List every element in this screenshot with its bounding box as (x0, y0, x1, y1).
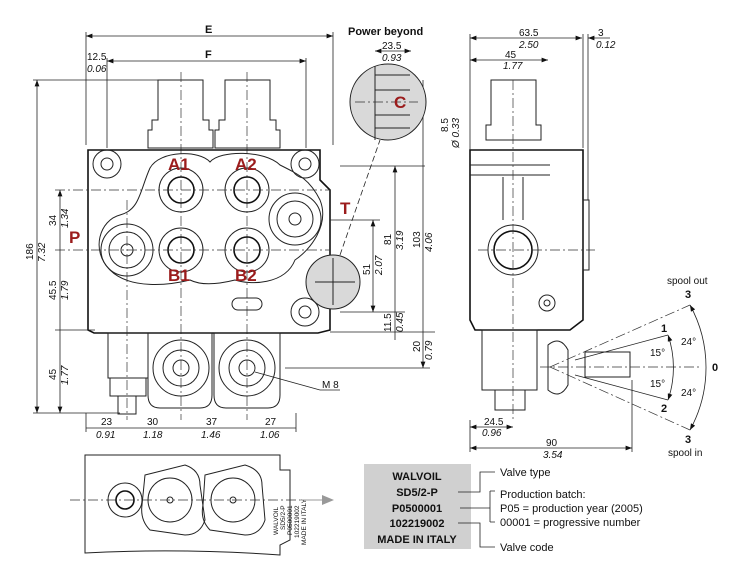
dim-186-in: 7.32 (37, 242, 48, 262)
dim-186-mm: 186 (25, 243, 36, 260)
dim-f: F (205, 49, 212, 61)
label-line-type: SD5/2-P (396, 487, 438, 499)
dim-45-5-mm: 45.5 (48, 280, 59, 300)
port-label-a2: A2 (235, 155, 257, 174)
lever-positions: spool out 3 1 15° 24° 0 15° 24° 2 3 spoo… (650, 276, 718, 459)
label-line-batch: P0500001 (392, 503, 442, 515)
label-line-origin: MADE IN ITALY (377, 534, 457, 546)
annotation-valve-code: Valve code (500, 542, 554, 554)
stamp-type: SD5/2-P (280, 505, 287, 530)
dim-3-mm: 3 (598, 28, 604, 39)
dim-90-in: 3.54 (543, 450, 563, 461)
dim-11-5-mm: 11.5 (383, 313, 394, 332)
spool-ends (107, 332, 281, 415)
dim-81-mm: 81 (383, 233, 394, 245)
label-line-code: 102219002 (389, 518, 444, 530)
angle-15-bottom: 15° (650, 379, 665, 390)
side-view: 63.5 2.50 3 0.12 45 1.77 24.5 0.96 90 3.… (469, 28, 718, 461)
mounting-holes (92, 149, 320, 327)
position-3-bottom: 3 (685, 434, 691, 446)
right-dimension-labels: 51 2.07 81 3.19 103 4.06 11.5 0.45 20 0.… (362, 230, 435, 360)
dim-e: E (205, 24, 212, 36)
dim-45-mm: 45 (48, 368, 59, 380)
stamp-batch: P0500001 (287, 505, 294, 535)
position-1: 1 (661, 323, 667, 335)
dim-63-5-in: 2.50 (518, 40, 539, 51)
position-3-top: 3 (685, 289, 691, 301)
dim-37-mm: 37 (206, 417, 218, 428)
dim-24-5-in: 0.96 (482, 428, 502, 439)
dim-51-mm: 51 (362, 263, 373, 275)
ports (100, 167, 322, 311)
dim-27-mm: 27 (265, 417, 277, 428)
dim-30-mm: 30 (147, 417, 159, 428)
dim-45-side-in: 1.77 (503, 61, 523, 72)
spool-out-label: spool out (667, 276, 708, 287)
dim-45-side-mm: 45 (505, 50, 517, 61)
dim-81-in: 3.19 (395, 230, 406, 250)
thread-label: M 8 (322, 380, 339, 391)
dim-51-in: 2.07 (374, 255, 385, 276)
dim-20-mm: 20 (412, 340, 423, 352)
dim-90-mm: 90 (546, 438, 558, 449)
bottom-view: WALVOIL SD5/2-P P0500001 102219002 MADE … (70, 454, 334, 556)
stamp-code: 102219002 (294, 505, 301, 538)
port-label-p: P (69, 228, 80, 247)
position-2: 2 (661, 403, 667, 415)
dim-27-in: 1.06 (260, 430, 280, 441)
dim-8-5-mm: 8.5 (440, 118, 451, 132)
bottom-dimension-labels: 23 0.91 30 1.18 37 1.46 27 1.06 (96, 417, 280, 441)
angle-24-top: 24° (681, 337, 696, 348)
dim-offset-mm: 12.5 (87, 52, 107, 63)
angle-15-top: 15° (650, 348, 665, 359)
dim-34-mm: 34 (48, 214, 59, 226)
dim-23-in: 0.91 (96, 430, 115, 441)
dim-34-in: 1.34 (60, 208, 71, 228)
dim-37-in: 1.46 (201, 430, 221, 441)
stamp-origin: MADE IN ITALY (301, 498, 308, 545)
dim-63-5-mm: 63.5 (519, 28, 539, 39)
top-caps (147, 72, 281, 420)
dim-45-5-in: 1.79 (60, 280, 71, 300)
dim-8-5-in: Ø 0.33 (451, 118, 462, 149)
front-view: A1 A2 B1 B2 P T E F 12.5 0.06 186 7.32 3… (25, 24, 435, 441)
port-label-b1: B1 (168, 266, 190, 285)
dim-103-mm: 103 (412, 231, 423, 248)
dim-11-5-in: 0.45 (395, 312, 406, 332)
dim-23-5-mm: 23.5 (382, 41, 402, 52)
stamp-walvoil: WALVOIL (273, 506, 280, 535)
spool-in-label: spool in (668, 448, 702, 459)
power-beyond-title: Power beyond (348, 26, 423, 38)
port-label-b2: B2 (235, 266, 257, 285)
label-line-brand: WALVOIL (392, 471, 442, 483)
power-beyond-detail: Power beyond 23.5 0.93 C 8.5 Ø 0.33 (348, 26, 462, 149)
marking-label: WALVOIL SD5/2-P P0500001 102219002 MADE … (364, 464, 643, 554)
dim-24-5-mm: 24.5 (484, 417, 504, 428)
port-label-t: T (340, 199, 351, 218)
left-dimension-labels: 186 7.32 34 1.34 45.5 1.79 45 1.77 (25, 208, 71, 385)
port-label-c: C (394, 93, 406, 112)
annotation-batch-year: P05 = production year (2005) (500, 503, 643, 515)
dim-103-in: 4.06 (424, 232, 435, 252)
dim-3-in: 0.12 (596, 40, 616, 51)
dim-23-mm: 23 (101, 417, 113, 428)
annotation-valve-type: Valve type (500, 467, 551, 479)
port-label-a1: A1 (168, 155, 190, 174)
dim-30-in: 1.18 (143, 430, 163, 441)
annotation-batch-title: Production batch: (500, 489, 586, 501)
dim-20-in: 0.79 (424, 340, 435, 360)
position-0: 0 (712, 362, 718, 374)
annotation-batch-number: 00001 = progressive number (500, 517, 641, 529)
angle-24-bottom: 24° (681, 388, 696, 399)
valve-body (87, 149, 331, 334)
dim-45-in: 1.77 (60, 365, 71, 385)
dim-23-5-in: 0.93 (382, 53, 402, 64)
dim-offset-in: 0.06 (87, 64, 107, 75)
